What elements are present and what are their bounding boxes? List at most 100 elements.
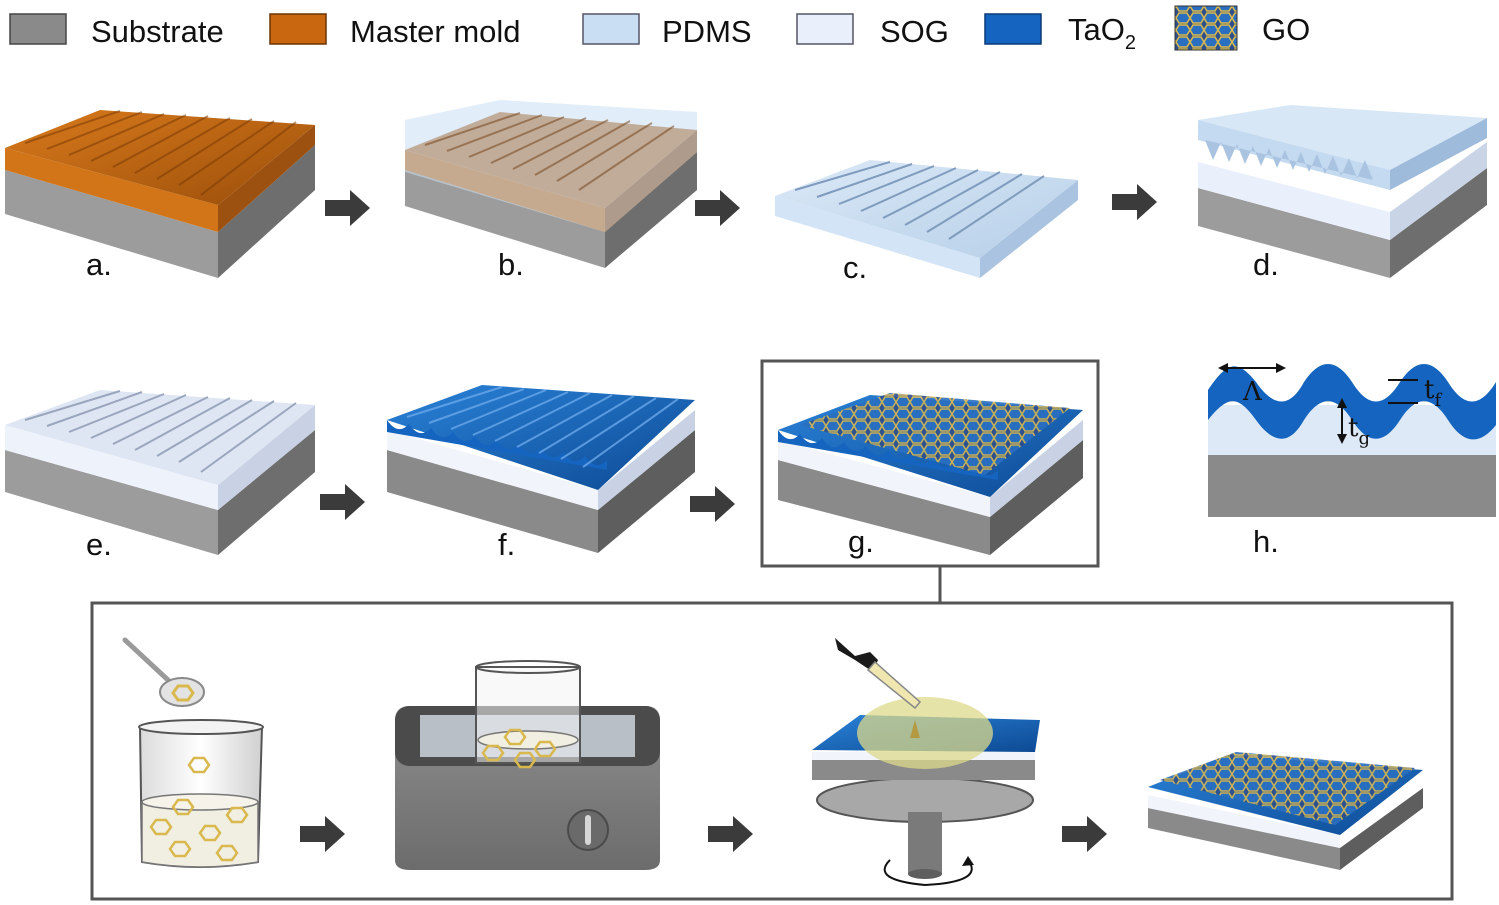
legend-label-pdms: PDMS [662,14,752,49]
step-label-f: f. [498,527,515,562]
panel-b [405,100,697,268]
legend-swatch-substrate [9,13,67,45]
grating-ridges [24,390,297,473]
substrate-front [778,460,990,555]
go-flakes [481,728,557,769]
go-flake [171,684,195,702]
sog-front [387,430,598,510]
panel-g [778,393,1083,555]
substrate-side [218,430,315,555]
rotation-arrow [883,859,973,887]
step-label-d: d. [1253,247,1279,282]
inner-beaker-rim [475,660,581,674]
panel-g-frame [760,359,1100,568]
substrate-front [1198,188,1390,278]
panel-h: Λ tf tg [1208,363,1496,517]
substrate-side [1390,168,1487,278]
step-label-b: b. [498,247,524,282]
final-sample [1148,752,1423,870]
grating-ridges [424,112,675,191]
go-layer [1160,752,1415,825]
beaker-rim [138,719,264,735]
sog-side [598,410,695,510]
shaft-bottom [908,869,942,879]
legend-swatch-pdms [582,13,640,45]
period-arrow-head-left [1218,363,1228,373]
arrow-b-c [695,190,740,226]
arrow-inset-2 [708,816,753,852]
tg-label: tg [1348,413,1370,449]
arrow-e-f [320,484,365,520]
sog-front [1198,162,1390,240]
substrate-side [218,145,315,278]
step-label-a: a. [86,247,112,282]
substrate-front [405,170,605,268]
sample-substrate [812,760,1035,780]
pdms-stamp-front [1198,120,1390,190]
pdms-stamp-top [1198,105,1487,170]
tg-arrow-head-top [1337,398,1347,408]
liquid-surface [141,793,259,811]
step-label-c: c. [843,250,867,285]
tg-arrow-head-bottom [1337,434,1347,444]
pdms-front [775,196,980,278]
cross-substrate [1208,455,1496,517]
beaker-step [122,637,264,868]
legend-label-master-mold: Master mold [350,14,521,49]
substrate-front [1148,808,1340,870]
panel-e [5,390,315,555]
pdms-stamp-side [1390,118,1487,190]
pdms-side [980,180,1078,278]
go-flakes [149,756,249,862]
substrate-side [598,430,695,553]
panel-c [775,160,1078,278]
ultrasonic-bath-step [395,660,660,870]
panel-f [387,385,695,553]
legend-label-tao2-sub: 2 [1125,32,1136,54]
dropper-tube [866,660,922,710]
go-droplet-film [857,697,993,769]
sog-side [1390,142,1487,240]
sog-front [5,425,218,510]
knob-indicator [585,815,591,845]
substrate-front [5,170,218,278]
spinner-shaft [908,812,942,874]
sog-front [1148,795,1340,848]
stamp-teeth [1205,140,1373,180]
go-layer [800,393,1070,475]
arrow-a-b [325,190,370,226]
spoon-bowl [159,677,205,707]
spoon [122,637,171,683]
sog-front [778,440,990,517]
tao2-wave-front [387,420,607,470]
panel-d [1198,105,1487,278]
legend-swatch-go [1174,5,1238,51]
arrow-c-d [1112,184,1157,220]
period-arrow-head-right [1276,363,1286,373]
tf-label: tf [1424,375,1442,411]
mold-front [5,148,218,232]
grating-ridges [24,110,297,196]
arrow-inset-1 [300,816,345,852]
arrow-f-g [690,486,735,522]
grating-ridges [406,386,679,468]
substrate-side [990,440,1083,555]
spin-coat-step [812,638,1040,887]
grating-ridges [794,161,1045,240]
dropper-bulb [835,638,878,672]
substrate-front [5,450,218,555]
legend-label-substrate: Substrate [91,14,224,49]
legend-swatch-sog [796,13,854,45]
panel-a [5,110,315,278]
mold-side [218,125,315,232]
legend-label-go: GO [1262,12,1310,47]
step-label-h: h. [1253,524,1279,559]
legend-swatch-master-mold [269,13,327,45]
step-label-g: g. [848,524,874,559]
substrate-side [1340,788,1423,870]
sog-side [218,405,315,510]
rotation-arrow-head [962,856,974,866]
legend-label-sog: SOG [880,14,949,49]
legend-swatch-tao2 [984,13,1042,45]
